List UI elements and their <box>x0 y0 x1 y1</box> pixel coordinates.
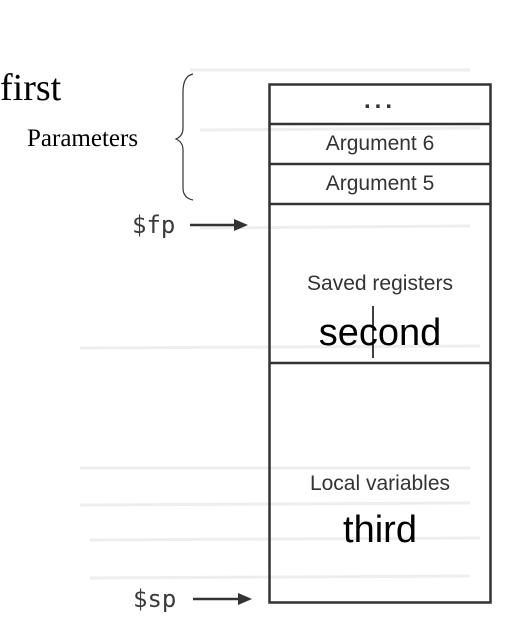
annotation-second: second <box>318 312 442 354</box>
stack-local-variables: Local variables <box>309 472 451 495</box>
stack-ellipsis: ... <box>363 87 396 114</box>
background-texture <box>79 68 481 580</box>
sp-label: $sp <box>133 585 177 613</box>
stack-frame-box <box>268 83 492 604</box>
stack-argument-6: Argument 6 <box>325 132 435 155</box>
fp-arrow <box>190 219 248 231</box>
parameters-brace <box>174 73 194 201</box>
annotation-parameters: Parameters <box>27 125 139 152</box>
sp-arrow <box>193 593 252 605</box>
annotation-third: third <box>343 509 417 551</box>
annotation-first: first <box>0 67 62 109</box>
stack-saved-registers: Saved registers <box>307 272 453 295</box>
stack-argument-5: Argument 5 <box>325 172 435 195</box>
fp-label: $fp <box>132 211 176 239</box>
